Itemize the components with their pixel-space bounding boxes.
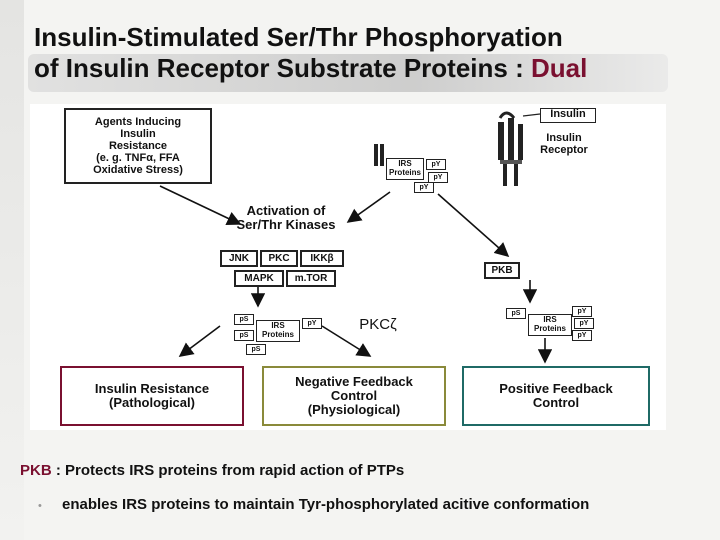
py-tag-top-2: pY [428, 172, 448, 183]
agents-line-3: Resistance [108, 140, 168, 152]
ps-tag-right: pS [506, 308, 526, 319]
arrow-irs-to-pkb [437, 193, 510, 258]
footer-line-1-rest: : Protects IRS proteins from rapid actio… [51, 462, 405, 479]
irs-left-line-1: IRS [271, 321, 285, 330]
positive-line-2: Control [532, 395, 580, 410]
irs-proteins-right: IRS Proteins [528, 314, 572, 336]
left-decor-bar [0, 0, 24, 540]
ps-tag-left-3: pS [246, 344, 266, 355]
agents-inducing-resistance-box: Agents Inducing Insulin Resistance (e. g… [64, 108, 212, 184]
insulin-receptor-label: Insulin Receptor [514, 132, 614, 156]
agents-line-1: Agents Inducing [94, 116, 182, 128]
activation-line-2: Ser/Thr Kinases [236, 217, 336, 232]
footer-pkb: PKB [20, 462, 52, 479]
footer-line-1: PKB : Protects IRS proteins from rapid a… [20, 462, 404, 479]
pkc-zeta-label: PKCζ [359, 316, 397, 333]
ps-tag-left-1: pS [234, 314, 254, 325]
resistance-line-1: Insulin Resistance [94, 381, 210, 396]
irs-top-line-1: IRS [398, 159, 412, 168]
arrow-irs-to-kinases [346, 191, 391, 223]
agents-line-2: Insulin [120, 128, 156, 140]
irs-top-line-2: Proteins [388, 168, 421, 177]
title-line-1: Insulin-Stimulated Ser/Thr Phosphoryatio… [34, 22, 563, 52]
title-shadow [28, 54, 668, 92]
receptor-line-1: Insulin [546, 132, 582, 144]
py-tag-right-3: pY [572, 330, 592, 341]
diagram-arrows [159, 111, 553, 364]
py-tag-right-2: pY [574, 318, 594, 329]
agents-line-4: (e. g. TNFα, FFA [96, 152, 180, 164]
resistance-line-2: (Pathological) [109, 395, 195, 410]
py-tag-right-1: pY [572, 306, 592, 317]
arrow-to-resistance [178, 325, 221, 357]
insulin-label: Insulin [540, 108, 596, 123]
positive-line-1: Positive Feedback [499, 381, 613, 396]
negative-line-2: Control [330, 388, 378, 403]
arrow-to-negative [321, 325, 372, 357]
negative-line-1: Negative Feedback [295, 374, 413, 389]
irs-proteins-top: IRS Proteins [386, 158, 424, 180]
title-accent-word: Dual [530, 53, 588, 83]
irs-right-line-1: IRS [543, 315, 557, 324]
py-tag-top-1: pY [426, 159, 446, 170]
activation-line-1: Activation of [246, 203, 326, 218]
kinase-mtor: m.TOR [286, 270, 336, 287]
title-line-2: of Insulin Receptor Substrate Proteins :… [34, 53, 714, 84]
agents-line-5: Oxidative Stress) [93, 164, 183, 176]
slide-title: Insulin-Stimulated Ser/Thr Phosphoryatio… [34, 22, 714, 84]
receptor-small-glyph [374, 144, 384, 166]
py-tag-left: pY [302, 318, 322, 329]
negative-feedback-box: Negative Feedback Control (Physiological… [262, 366, 446, 426]
insulin-resistance-box: Insulin Resistance (Pathological) [60, 366, 244, 426]
activation-label: Activation of Ser/Thr Kinases [206, 204, 366, 232]
ps-tag-left-2: pS [234, 330, 254, 341]
footer-bullet-icon: • [38, 500, 42, 512]
receptor-line-2: Receptor [540, 144, 588, 156]
negative-line-3: (Physiological) [307, 402, 401, 417]
py-tag-top-3: pY [414, 182, 434, 193]
irs-right-line-2: Proteins [533, 324, 566, 333]
irs-proteins-left: IRS Proteins [256, 320, 300, 342]
kinase-pkc: PKC [260, 250, 298, 267]
title-line-2-main: of Insulin Receptor Substrate Proteins : [34, 53, 531, 83]
insulin-receptor-glyph [498, 111, 541, 186]
pkb-box: PKB [484, 262, 520, 279]
footer-line-2: enables IRS proteins to maintain Tyr-pho… [62, 496, 590, 513]
kinase-mapk: MAPK [234, 270, 284, 287]
irs-left-line-2: Proteins [261, 330, 294, 339]
kinase-ikk: IKKβ [300, 250, 344, 267]
positive-feedback-box: Positive Feedback Control [462, 366, 650, 426]
arrow-agents-to-kinases [159, 185, 242, 226]
kinase-jnk: JNK [220, 250, 258, 267]
pathway-diagram: Agents Inducing Insulin Resistance (e. g… [30, 104, 666, 430]
